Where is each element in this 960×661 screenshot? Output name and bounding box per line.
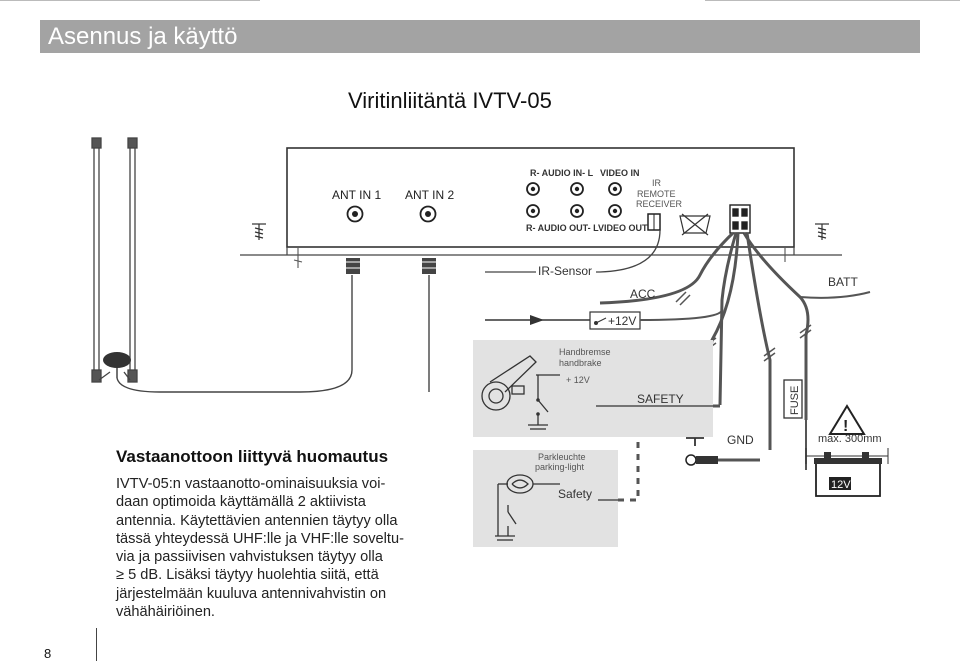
footer-divider	[96, 628, 97, 661]
notice-line: antennia. Käytettävien antennien täytyy …	[116, 512, 398, 529]
unused-connector-icon	[679, 213, 711, 236]
svg-text:IR-Sensor: IR-Sensor	[538, 264, 592, 278]
audio-in-r-connector	[526, 182, 540, 196]
audio-out-label: R- AUDIO OUT- L	[526, 223, 599, 233]
handbremse-label: Handbremse	[559, 347, 611, 357]
batt-label: BATT	[828, 275, 858, 289]
section-title: Asennus ja käyttö	[48, 23, 238, 50]
antenna-left	[91, 137, 111, 383]
notice-title: Vastaanottoon liittyvä huomautus	[116, 447, 389, 466]
notice-line: ≥ 5 dB. Lisäksi täytyy huolehtia siitä, …	[116, 567, 379, 584]
top-rule	[0, 0, 960, 2]
power-connector	[729, 204, 751, 234]
ground-icon	[686, 437, 704, 446]
notice-line: tässä yhteydessä UHF:lle ja VHF:lle sove…	[116, 530, 404, 547]
section-header: Asennus ja käyttö	[40, 20, 920, 53]
screw-left-icon	[252, 223, 266, 240]
audio-in-l-connector	[570, 182, 584, 196]
video-in-label: VIDEO IN	[600, 168, 640, 178]
acc-label: ACC	[630, 287, 656, 301]
plus12v-label: +12V	[608, 314, 636, 328]
diagram-title: Viritinliitäntä IVTV-05	[348, 88, 552, 113]
ir-label: IR	[652, 178, 662, 188]
parking-light-box	[473, 450, 618, 547]
ant-plug-1	[346, 258, 360, 274]
notice-line: vähähäiriöinen.	[116, 604, 215, 621]
notice-body: IVTV-05:n vastaanotto-ominaisuuksia voi-…	[116, 475, 416, 621]
page-number: 8	[44, 646, 52, 661]
video-in-connector	[608, 182, 622, 196]
antenna-amplifier-icon	[103, 352, 131, 378]
safety-upper-label: SAFETY	[637, 392, 684, 406]
safety-dashed-line	[618, 437, 640, 502]
gnd-label: GND	[727, 433, 754, 447]
notice-line: järjestelmään kuuluva antennivahvistin o…	[116, 585, 387, 602]
handbrake-icon	[481, 355, 560, 430]
parkleuchte-label: Parkleuchte	[538, 452, 586, 462]
ant-in-1-connector	[346, 205, 364, 223]
safety-lower-label: Safety	[558, 487, 592, 501]
fuse-label: FUSE	[789, 386, 801, 415]
audio-out-l-connector	[570, 204, 584, 218]
reception-notice: Vastaanottoon liittyvä huomautus IVTV-05…	[116, 447, 416, 621]
receiver-label: RECEIVER	[636, 199, 683, 209]
tuner-box	[286, 147, 795, 248]
handbrake-box	[473, 340, 713, 437]
notice-line: IVTV-05:n vastaanotto-ominaisuuksia voi-	[116, 476, 386, 492]
battery-icon: 12V	[814, 452, 882, 497]
ant-plug-2	[422, 258, 436, 274]
remote-label: REMOTE	[637, 189, 676, 199]
max-300mm-label: max. 300mm	[818, 433, 882, 445]
antenna-right	[123, 137, 138, 383]
video-out-label: VIDEO OUT	[598, 223, 648, 233]
ant-in-1-label: ANT IN 1	[332, 188, 381, 202]
audio-in-label: R- AUDIO IN- L	[530, 168, 594, 178]
video-out-connector	[608, 204, 622, 218]
screw-right-icon	[815, 223, 829, 240]
handbrake-label: handbrake	[559, 358, 602, 368]
ir-receiver-port	[647, 213, 661, 231]
notice-line: daan optimoida käyttämällä 2 aktiivista	[116, 494, 366, 511]
ant-in-2-connector	[419, 205, 437, 223]
audio-out-r-connector	[526, 204, 540, 218]
parking-light-icon	[495, 474, 560, 541]
svg-text:!: !	[843, 418, 848, 435]
ant-in-2-label: ANT IN 2	[405, 188, 454, 202]
notice-line: via ja passiivisen vahvistuksen täytyy o…	[116, 549, 383, 566]
parking-light-label: parking-light	[535, 462, 585, 472]
battery-12v-label: 12V	[831, 479, 851, 491]
handbrake-12v-label: + 12V	[566, 375, 590, 385]
ground-terminal	[685, 454, 760, 466]
warning-icon: !	[828, 404, 866, 435]
antenna-cable	[116, 275, 353, 393]
